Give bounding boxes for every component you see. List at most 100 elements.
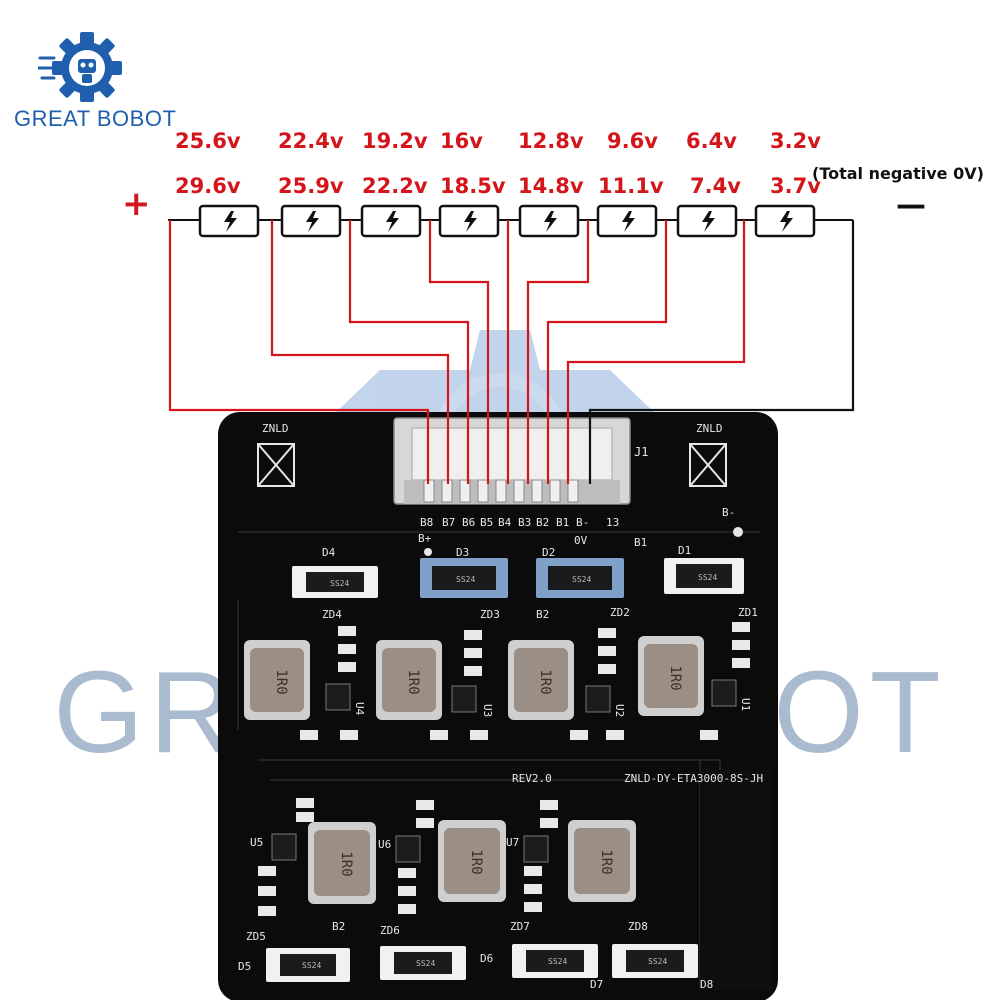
battery-cell-icon	[360, 204, 422, 238]
battery-cells	[168, 204, 853, 238]
voltage-label: 22.4v	[278, 129, 344, 153]
inductor-marking: 1R0	[667, 665, 683, 690]
pin-label: B3	[518, 516, 531, 529]
b2-label: B2	[332, 920, 345, 933]
inductor-marking: 1R0	[468, 849, 484, 874]
voltage-label: 25.6v	[175, 129, 241, 153]
pin-label: B7	[442, 516, 455, 529]
diode-label: D6	[480, 952, 493, 965]
ic-labels-bottom: U5 U6 U7 B2	[250, 836, 519, 933]
ic-label: U3	[481, 704, 494, 717]
znld-label-right: ZNLD	[696, 422, 723, 435]
diode-marking: SS24	[456, 575, 475, 584]
voltage-label: 11.1v	[598, 174, 664, 198]
balance-wires	[168, 220, 855, 484]
diode-label: D7	[590, 978, 603, 991]
ic-label: U5	[250, 836, 263, 849]
battery-cell-icon	[280, 204, 342, 238]
voltage-label: 3.7v	[770, 174, 821, 198]
voltage-label: 3.2v	[770, 129, 821, 153]
ic-label: U7	[506, 836, 519, 849]
diode-labels-top: D4 D3 D2 D1 ZD4 ZD3 ZD2 ZD1 B2	[322, 544, 758, 621]
voltage-label: 16v	[440, 129, 483, 153]
diode-marking: SS24	[648, 957, 667, 966]
diodes-bottom: SS24 SS24 SS24 SS24	[266, 944, 698, 982]
smd-components	[258, 622, 750, 916]
pin-count-label: 13	[606, 516, 619, 529]
diode-marking: SS24	[548, 957, 567, 966]
inductor-marking: 1R0	[598, 849, 614, 874]
diode-marking: SS24	[416, 959, 435, 968]
voltage-label: 7.4v	[690, 174, 741, 198]
diodes-top: SS24 SS24 SS24 SS24	[292, 558, 744, 598]
zener-label: ZD7	[510, 920, 530, 933]
zener-label: ZD4	[322, 608, 342, 621]
pin-label: B1	[556, 516, 569, 529]
diode-marking: SS24	[302, 961, 321, 970]
gear-robot-icon	[36, 32, 122, 102]
battery-cell-icon	[676, 204, 738, 238]
brand-name: GREAT BOBOT	[14, 106, 177, 131]
ic-label: U1	[739, 698, 752, 711]
battery-cell-icon	[198, 204, 260, 238]
zener-label: ZD2	[610, 606, 630, 619]
znld-mark-right	[689, 443, 727, 487]
zener-label: ZD6	[380, 924, 400, 937]
zener-label: ZD8	[628, 920, 648, 933]
zero-v-label: 0V	[574, 534, 588, 547]
battery-cell-icon	[518, 204, 580, 238]
voltage-label: 19.2v	[362, 129, 428, 153]
b-plus-label: B+	[418, 532, 432, 545]
connector-label: J1	[634, 445, 648, 459]
inductor-marking: 1R0	[405, 669, 421, 694]
brand-logo	[36, 28, 130, 106]
inductor-marking: 1R0	[273, 669, 289, 694]
inductors-top: 1R0 1R0 1R0 1R0	[244, 636, 704, 720]
connector-j1	[393, 417, 631, 505]
positive-terminal: +	[122, 184, 151, 224]
diode-marking: SS24	[698, 573, 717, 582]
battery-cell-icon	[596, 204, 658, 238]
voltage-label: 6.4v	[686, 129, 737, 153]
diode-label: D8	[700, 978, 713, 991]
diode-label: D4	[322, 546, 336, 559]
pin-label: B5	[480, 516, 493, 529]
diode-marking: SS24	[330, 579, 349, 588]
ic-label: U2	[613, 704, 626, 717]
voltage-label: 22.2v	[362, 174, 428, 198]
diode-label: D1	[678, 544, 691, 557]
negative-terminal: —	[896, 188, 926, 223]
zener-label: ZD3	[480, 608, 500, 621]
ic-label: U6	[378, 838, 391, 851]
pin-label: B4	[498, 516, 512, 529]
ic-chips	[271, 679, 737, 863]
battery-cell-icon	[438, 204, 500, 238]
znld-mark-left	[257, 443, 295, 487]
pin-label: B6	[462, 516, 475, 529]
b1-label: B1	[634, 536, 647, 549]
diode-label: D2	[542, 546, 555, 559]
diode-marking: SS24	[572, 575, 591, 584]
voltage-label: 29.6v	[175, 174, 241, 198]
diode-label: D5	[238, 960, 251, 973]
ic-labels-top: U4 U3 U2 U1	[353, 698, 752, 717]
voltage-label: 14.8v	[518, 174, 584, 198]
pin-label: B-	[576, 516, 589, 529]
inductors-bottom: 1R0 1R0 1R0	[308, 820, 636, 904]
voltage-label: 9.6v	[607, 129, 658, 153]
negative-note: (Total negative 0V)	[812, 164, 984, 183]
zener-label: ZD1	[738, 606, 758, 619]
voltage-label: 12.8v	[518, 129, 584, 153]
bottom-labels: ZD5 ZD6 ZD7 ZD8 D5 D6 D7 D8	[238, 920, 713, 991]
znld-label-left: ZNLD	[262, 422, 289, 435]
ic-label: U4	[353, 702, 366, 716]
b-minus-label: B-	[722, 506, 735, 519]
pin-label: B2	[536, 516, 549, 529]
battery-cell-icon	[754, 204, 816, 238]
inductor-marking: 1R0	[537, 669, 553, 694]
zener-label: ZD5	[246, 930, 266, 943]
voltage-label: 18.5v	[440, 174, 506, 198]
part-number: ZNLD-DY-ETA3000-8S-JH	[624, 772, 763, 785]
b2-label: B2	[536, 608, 549, 621]
